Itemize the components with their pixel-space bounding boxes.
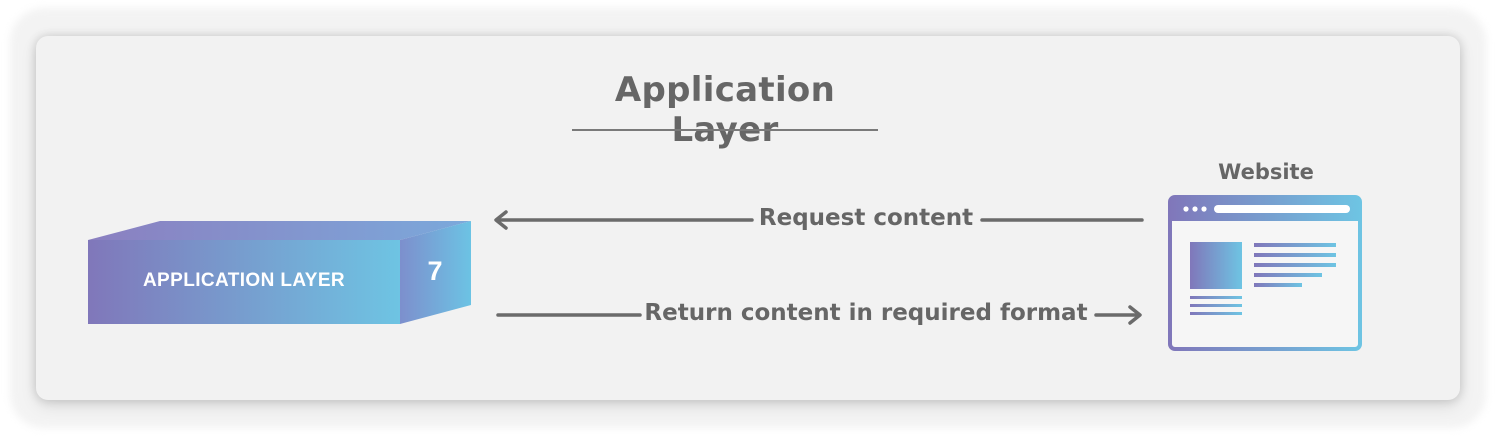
request-arrow (494, 210, 1144, 230)
title-underline (572, 129, 878, 131)
box-front-face (88, 240, 400, 324)
request-arrow-label: Request content (758, 205, 974, 231)
diagram-title: Application Layer (614, 70, 836, 150)
box-side-face (400, 221, 471, 324)
website-browser-icon (1168, 195, 1362, 351)
return-arrow-label: Return content in required format (644, 300, 1088, 326)
box-top-face (88, 221, 471, 240)
application-layer-box (88, 221, 471, 324)
layer-box-label: APPLICATION LAYER (142, 270, 346, 291)
layer-box-number: 7 (427, 256, 443, 286)
website-label: Website (1218, 160, 1314, 184)
return-arrow (496, 305, 1142, 325)
